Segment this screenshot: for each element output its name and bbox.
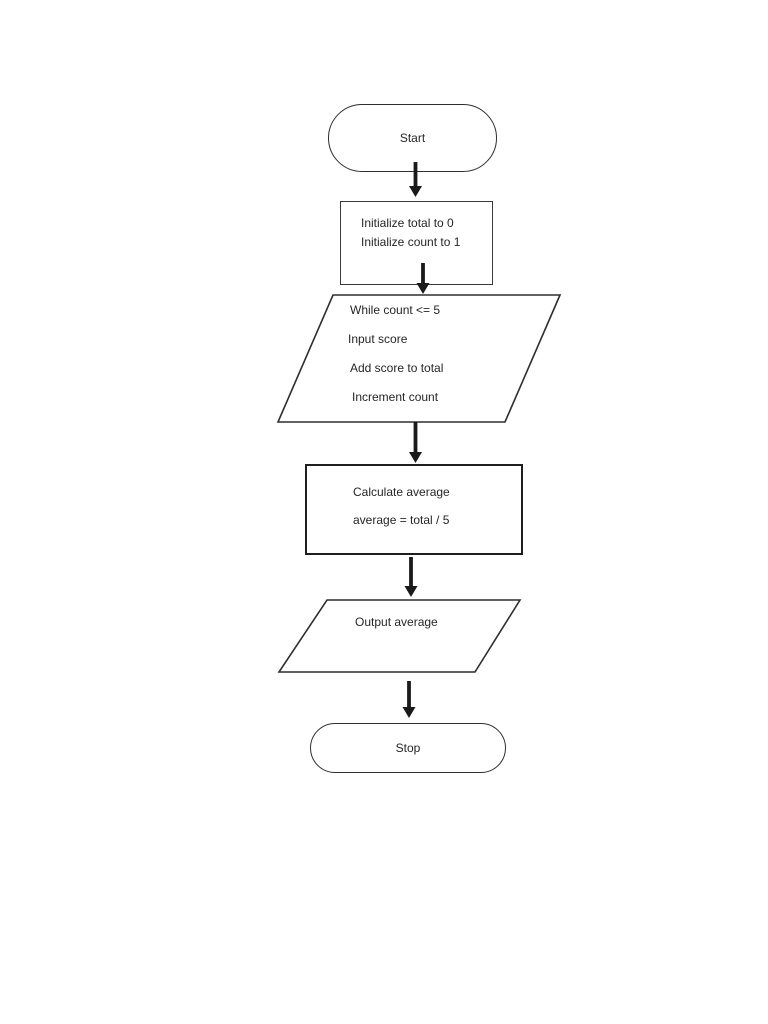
calculate-average-node-line: average = total / 5 xyxy=(353,513,450,527)
arrow-output-to-stop xyxy=(402,681,416,718)
while-loop-node-line: While count <= 5 xyxy=(350,303,441,317)
while-loop-node-line: Increment count xyxy=(352,390,439,404)
output-average-node-shape xyxy=(277,599,522,673)
stop-node: Stop xyxy=(310,723,506,773)
arrow-calculate-to-output xyxy=(404,557,418,597)
while-loop-node-text: While count <= 5 Input score Add score t… xyxy=(348,296,443,412)
output-average-node-label: Output average xyxy=(355,615,438,629)
while-loop-node-line: Add score to total xyxy=(350,361,444,375)
calculate-average-node: Calculate average average = total / 5 xyxy=(305,464,523,555)
while-loop-node-line: Input score xyxy=(348,332,408,346)
start-node: Start xyxy=(328,104,497,172)
calculate-average-node-line: Calculate average xyxy=(353,485,450,499)
stop-node-label: Stop xyxy=(395,741,421,755)
initialize-node-line: Initialize total to 0 xyxy=(361,216,454,230)
initialize-node-line: Initialize count to 1 xyxy=(361,235,461,249)
initialize-node: Initialize total to 0 Initialize count t… xyxy=(340,201,493,285)
arrow-while-loop-to-calculate xyxy=(409,422,422,463)
output-average-node-text: Output average xyxy=(355,612,438,632)
start-node-label: Start xyxy=(399,131,426,145)
